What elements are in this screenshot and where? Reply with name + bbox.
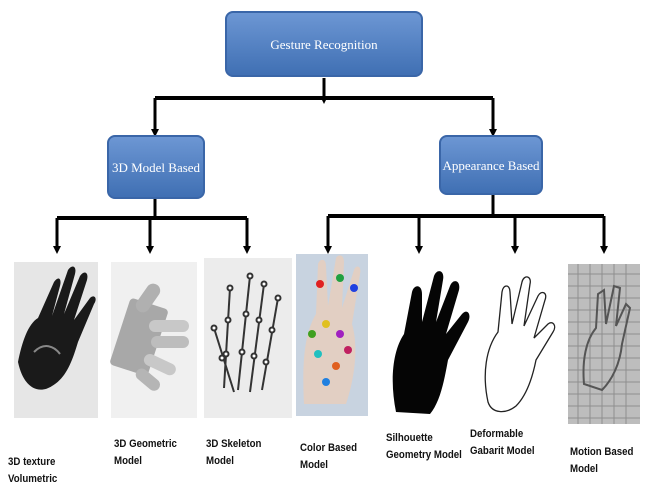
leaf-label-texture-volumetric: 3D texture Volumetric: [8, 456, 58, 485]
hand-silhouette-image: [382, 262, 472, 418]
leaf-label-color-based: Color Based Model: [300, 442, 358, 471]
leaf-label-motion-based: Motion Based Model: [570, 446, 634, 475]
leaf-label-deformable: Deformable Gabarit Model: [470, 428, 535, 457]
root-node: Gesture Recognition: [225, 11, 423, 77]
hand-geometric-image: [110, 262, 197, 418]
branch-node-3d-model: 3D Model Based: [107, 135, 205, 199]
root-label: Gesture Recognition: [270, 37, 378, 52]
leaf-label-skeleton: 3D Skeleton Model: [206, 438, 262, 467]
hand-outline-image: [476, 262, 556, 418]
connectors: [53, 78, 608, 254]
branch-label-appearance: Appearance Based: [442, 158, 540, 173]
hand-skeleton-image: [204, 258, 292, 418]
leaf-label-geometric: 3D Geometric Model: [114, 438, 177, 467]
branch-label-3d-model: 3D Model Based: [112, 160, 201, 175]
hand-motion-image: [568, 264, 640, 424]
leaf-label-silhouette: Silhouette Geometry Model: [386, 432, 462, 461]
hand-texture-volumetric-image: [14, 262, 98, 418]
branch-node-appearance: Appearance Based: [439, 135, 543, 195]
hand-color-markers-image: [296, 254, 368, 416]
